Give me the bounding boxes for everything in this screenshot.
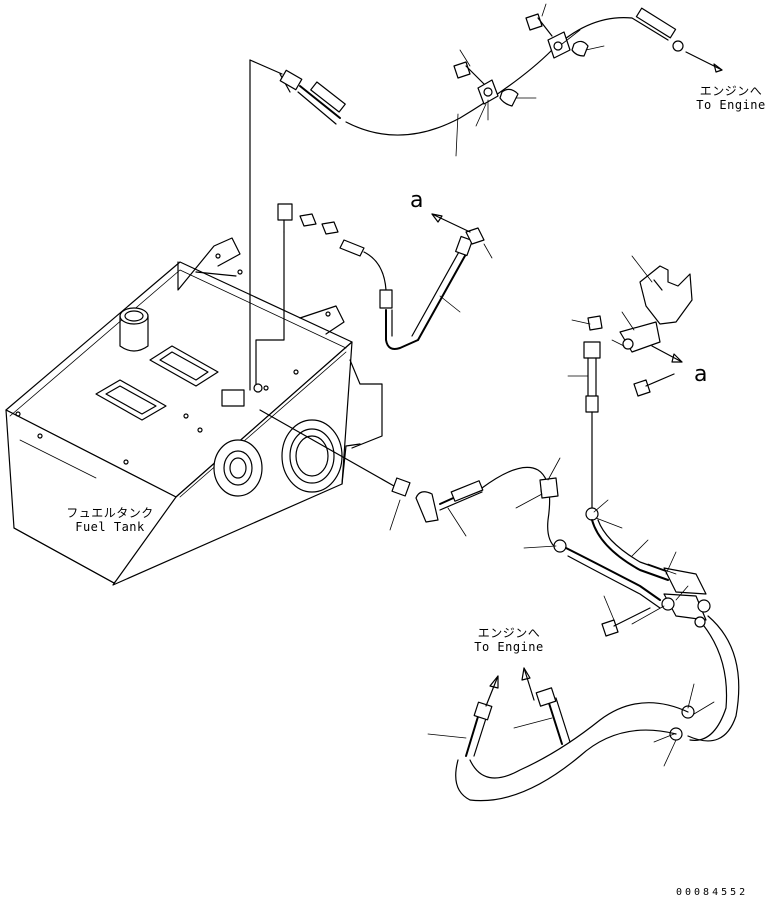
sensor-hose-middle: [255, 203, 493, 385]
document-number: 00084552: [676, 887, 749, 898]
to-engine-label-top: エンジンへ To Engine: [690, 84, 772, 112]
callout-a-upper: a: [410, 188, 424, 213]
to-engine-label-bottom: エンジンへ To Engine: [468, 626, 550, 654]
callout-a-right: a: [694, 362, 708, 387]
fuel-tank-label-en: Fuel Tank: [75, 520, 145, 534]
fuel-tank-label-jp: フュエルタンク: [66, 506, 154, 520]
to-engine-bottom-jp: エンジンへ: [477, 626, 541, 640]
supply-hose-bottom: [259, 341, 740, 802]
fuel-tank-label: フュエルタンク Fuel Tank: [62, 506, 158, 534]
to-engine-top-jp: エンジンへ: [699, 84, 763, 98]
to-engine-bottom-en: To Engine: [474, 640, 544, 654]
to-engine-top-en: To Engine: [696, 98, 766, 112]
return-hose-top: [249, 3, 723, 391]
fuel-tank: [5, 237, 383, 586]
mounting-bracket: [571, 255, 693, 397]
